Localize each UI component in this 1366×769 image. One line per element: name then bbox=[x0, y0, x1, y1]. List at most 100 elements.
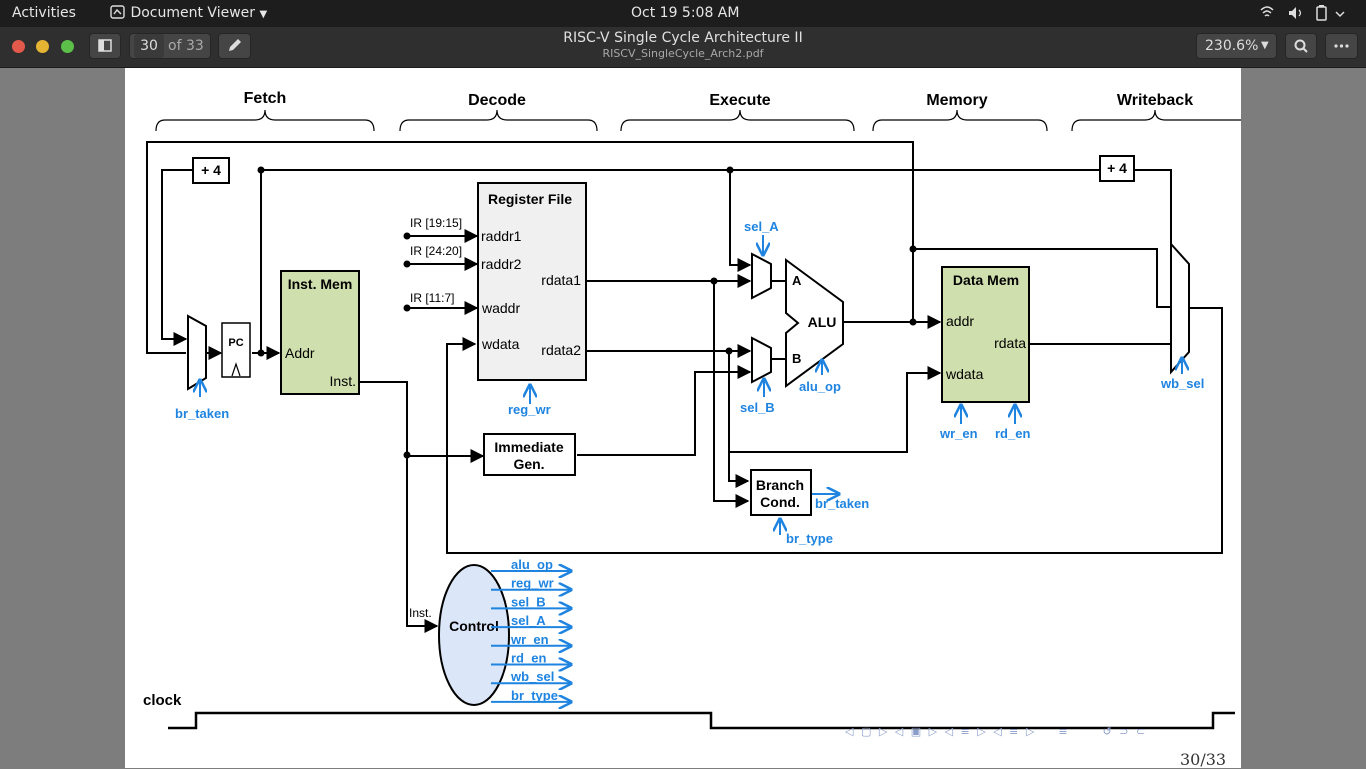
more-options-icon bbox=[1334, 44, 1349, 48]
annotate-button[interactable] bbox=[218, 33, 251, 59]
chevron-down-icon bbox=[1335, 11, 1345, 18]
imm-gen-label-1: Immediate bbox=[494, 439, 563, 455]
pc-label: PC bbox=[228, 337, 243, 349]
wifi-icon bbox=[1260, 6, 1274, 17]
rdata1-port: rdata1 bbox=[541, 272, 581, 288]
alu-input-a: A bbox=[792, 273, 802, 288]
signal-alu-op: alu_op bbox=[799, 379, 841, 394]
maximize-window-button[interactable] bbox=[61, 40, 74, 53]
stage-label-decode: Decode bbox=[468, 92, 526, 109]
beamer-nav-icons[interactable]: ◁ ▢ ▷ ◁ ▣ ▷ ◁ ≡ ▷ ◁ ≡ ▷ ≡ ↺ ⊃ ⊂ bbox=[845, 725, 1148, 738]
slide-page-number: 30/33 bbox=[1180, 750, 1227, 769]
alu-b-mux bbox=[751, 336, 772, 384]
zoom-menu-button[interactable]: 230.6% ▼ bbox=[1196, 33, 1277, 59]
app-menu[interactable]: Document Viewer ▼ bbox=[110, 5, 267, 21]
zoom-level: 230.6% bbox=[1205, 38, 1259, 54]
register-file-title: Register File bbox=[488, 191, 572, 207]
document-viewer-icon bbox=[110, 5, 125, 19]
imm-gen-label-2: Gen. bbox=[513, 456, 544, 472]
junction-dots bbox=[257, 166, 917, 459]
minimize-window-button[interactable] bbox=[36, 40, 49, 53]
status-icons[interactable] bbox=[1259, 4, 1349, 26]
control-output-label: sel_B bbox=[511, 594, 546, 609]
search-button[interactable] bbox=[1285, 33, 1317, 59]
control-outputs: alu_opreg_wrsel_Bsel_Awr_enrd_enwb_selbr… bbox=[491, 557, 571, 703]
dm-addr-port: addr bbox=[946, 313, 974, 329]
branch-label-2: Cond. bbox=[760, 494, 800, 510]
data-mem-title: Data Mem bbox=[953, 272, 1019, 288]
branch-label-1: Branch bbox=[756, 477, 804, 493]
page-total-label: of 33 bbox=[168, 38, 204, 54]
waddr-port: waddr bbox=[481, 300, 520, 316]
plus4-label: + 4 bbox=[1107, 160, 1127, 176]
activities-button[interactable]: Activities bbox=[12, 5, 76, 21]
sidebar-toggle-button[interactable] bbox=[89, 33, 121, 59]
signal-br-taken: br_taken bbox=[175, 406, 229, 421]
app-menu-label: Document Viewer bbox=[130, 5, 256, 21]
stage-label-fetch: Fetch bbox=[244, 90, 287, 107]
ir-label: IR [11:7] bbox=[410, 291, 454, 305]
raddr2-port: raddr2 bbox=[481, 256, 522, 272]
chevron-down-icon: ▼ bbox=[1261, 40, 1269, 51]
alu-label: ALU bbox=[808, 314, 837, 330]
clock-label: clock bbox=[143, 692, 182, 709]
dm-wdata-port: wdata bbox=[945, 366, 984, 382]
inst-mem-addr-port: Addr bbox=[285, 345, 315, 361]
signal-wr-en: wr_en bbox=[939, 426, 978, 441]
search-icon bbox=[1294, 39, 1308, 53]
plus4-adder-writeback bbox=[1099, 155, 1135, 182]
control-output-label: alu_op bbox=[511, 557, 553, 572]
ir-label: IR [24:20] bbox=[410, 244, 462, 258]
page-number-entry[interactable]: 30 of 33 bbox=[129, 33, 211, 59]
dm-rdata-port: rdata bbox=[994, 335, 1026, 351]
clock-waveform bbox=[168, 711, 1235, 730]
control-label: Control bbox=[449, 618, 499, 634]
current-page-field[interactable]: 30 bbox=[134, 34, 164, 58]
alu-input-b: B bbox=[792, 351, 801, 366]
control-output-label: wr_en bbox=[510, 632, 549, 647]
pc-register bbox=[221, 322, 251, 378]
control-output-label: rd_en bbox=[511, 651, 546, 666]
stage-label-execute: Execute bbox=[709, 92, 770, 109]
datapath-diagram: Fetch Decode Execute Memory Writeback bbox=[143, 90, 1241, 730]
signal-sel-b: sel_B bbox=[740, 400, 775, 415]
signal-wb-sel: wb_sel bbox=[1160, 376, 1204, 391]
sidebar-icon bbox=[98, 39, 112, 52]
plus4-label: + 4 bbox=[201, 162, 221, 178]
immediate-gen-block bbox=[483, 433, 576, 476]
control-unit bbox=[438, 564, 510, 706]
close-window-button[interactable] bbox=[12, 40, 25, 53]
stage-label-writeback: Writeback bbox=[1117, 92, 1193, 109]
signal-reg-wr: reg_wr bbox=[508, 402, 551, 417]
rdata2-port: rdata2 bbox=[541, 342, 581, 358]
signal-sel-a: sel_A bbox=[744, 219, 779, 234]
alu-a-mux bbox=[751, 252, 772, 300]
control-inst-label: Inst. bbox=[409, 606, 432, 620]
menu-button[interactable] bbox=[1325, 33, 1358, 59]
pc-mux bbox=[187, 314, 207, 391]
data-mem-block bbox=[941, 266, 1030, 403]
viewer-header-bar: 30 of 33 RISC-V Single Cycle Architectur… bbox=[0, 27, 1366, 68]
inst-mem-inst-port: Inst. bbox=[330, 373, 356, 389]
signal-rd-en: rd_en bbox=[995, 426, 1030, 441]
control-output-label: wb_sel bbox=[510, 669, 554, 684]
writeback-mux bbox=[1170, 241, 1190, 375]
window-title: RISC-V Single Cycle Architecture II bbox=[563, 30, 803, 46]
control-output-label: sel_A bbox=[511, 613, 546, 628]
stage-label-memory: Memory bbox=[926, 92, 987, 109]
ir-label: IR [19:15] bbox=[410, 216, 462, 230]
chevron-down-icon: ▼ bbox=[259, 9, 268, 20]
register-file-block bbox=[477, 182, 587, 381]
clock-edge-icon bbox=[231, 362, 241, 377]
clock-label[interactable]: Oct 19 5:08 AM bbox=[631, 5, 740, 21]
inst-mem-block bbox=[280, 270, 360, 395]
control-output-label: br_type bbox=[511, 688, 558, 703]
document-page[interactable]: Fetch Decode Execute Memory Writeback bbox=[125, 68, 1241, 769]
inst-mem-title: Inst. Mem bbox=[288, 276, 353, 292]
signal-br-taken-out: br_taken bbox=[815, 496, 869, 511]
plus4-adder-fetch bbox=[192, 157, 230, 184]
volume-icon bbox=[1289, 7, 1296, 19]
wdata-port: wdata bbox=[481, 336, 520, 352]
alu-block bbox=[785, 258, 844, 388]
signal-br-type: br_type bbox=[786, 531, 833, 546]
